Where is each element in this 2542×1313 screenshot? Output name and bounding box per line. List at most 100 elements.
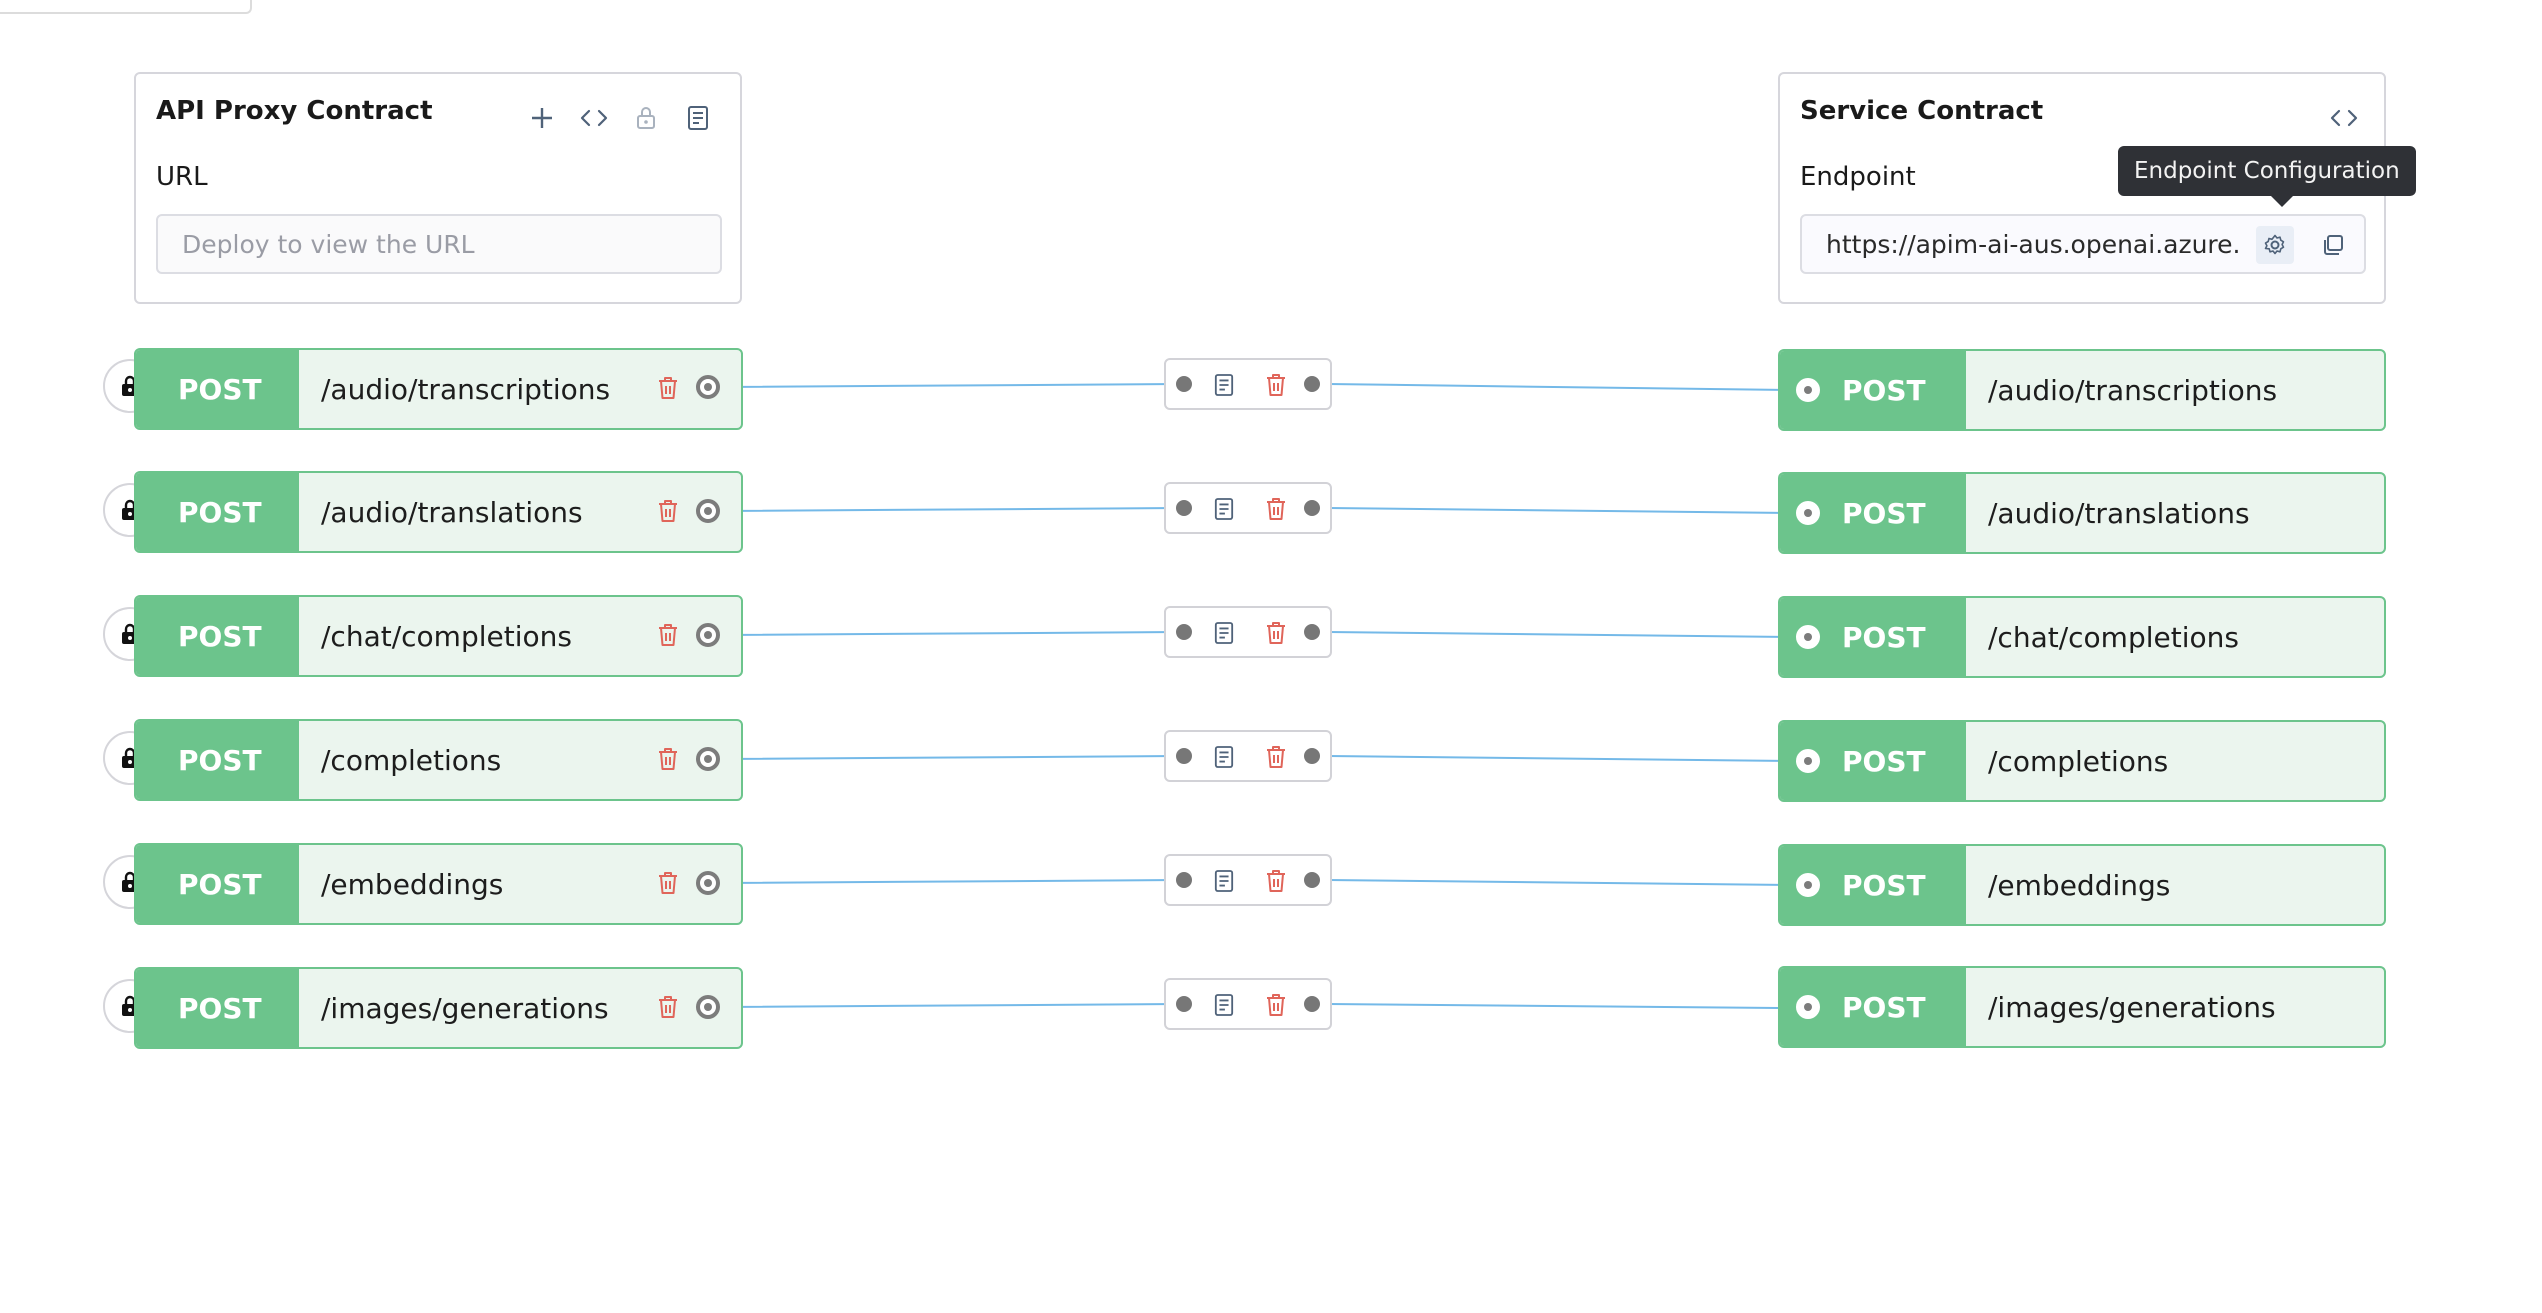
mapping-node	[1164, 730, 1332, 782]
proxy-method-badge: POST	[136, 721, 299, 799]
service-route-row[interactable]: POST /audio/translations	[1778, 472, 2386, 554]
service-method-label: POST	[1842, 373, 1926, 407]
proxy-route-row[interactable]: POST /embeddings	[134, 843, 743, 925]
document-icon[interactable]	[680, 100, 716, 136]
connector-line	[723, 383, 1787, 391]
service-method-label: POST	[1842, 620, 1926, 654]
mapping-node	[1164, 606, 1332, 658]
mapping-output-dot[interactable]	[1304, 748, 1320, 764]
service-route-path: /completions	[1988, 744, 2169, 778]
gear-icon[interactable]	[2256, 226, 2294, 264]
mapping-input-dot[interactable]	[1176, 500, 1192, 516]
top-panel-stub	[0, 0, 252, 14]
document-icon[interactable]	[1206, 367, 1242, 403]
proxy-route-path: /chat/completions	[321, 619, 572, 653]
mapping-output-dot[interactable]	[1304, 872, 1320, 888]
proxy-route-row[interactable]: POST /images/generations	[134, 967, 743, 1049]
proxy-route-row[interactable]: POST /audio/translations	[134, 471, 743, 553]
proxy-method-badge: POST	[136, 473, 299, 551]
service-route-row[interactable]: POST /images/generations	[1778, 966, 2386, 1048]
trash-icon[interactable]	[650, 741, 686, 777]
service-method-label: POST	[1842, 990, 1926, 1024]
service-method-label: POST	[1842, 744, 1926, 778]
service-route-row[interactable]: POST /audio/transcriptions	[1778, 349, 2386, 431]
trash-icon[interactable]	[1258, 739, 1294, 775]
proxy-route-row[interactable]: POST /chat/completions	[134, 595, 743, 677]
proxy-connector-handle[interactable]	[696, 747, 720, 771]
mapping-output-dot[interactable]	[1304, 996, 1320, 1012]
proxy-connector-handle[interactable]	[696, 375, 720, 399]
trash-icon[interactable]	[1258, 615, 1294, 651]
connector-line	[723, 755, 1787, 762]
proxy-method-badge: POST	[136, 597, 299, 675]
api-proxy-contract-title: API Proxy Contract	[156, 96, 433, 126]
service-method-label: POST	[1842, 496, 1926, 530]
proxy-route-row[interactable]: POST /completions	[134, 719, 743, 801]
connector-line	[723, 507, 1787, 514]
proxy-connector-handle[interactable]	[696, 871, 720, 895]
proxy-route-row[interactable]: POST /audio/transcriptions	[134, 348, 743, 430]
document-icon[interactable]	[1206, 739, 1242, 775]
service-route-row[interactable]: POST /embeddings	[1778, 844, 2386, 926]
service-route-path: /audio/transcriptions	[1988, 373, 2278, 407]
service-connector-handle[interactable]	[1796, 625, 1820, 649]
trash-icon[interactable]	[650, 989, 686, 1025]
mapping-input-dot[interactable]	[1176, 624, 1192, 640]
trash-icon[interactable]	[1258, 863, 1294, 899]
service-connector-handle[interactable]	[1796, 995, 1820, 1019]
trash-icon[interactable]	[1258, 367, 1294, 403]
document-icon[interactable]	[1206, 987, 1242, 1023]
proxy-method-badge: POST	[136, 350, 299, 428]
document-icon[interactable]	[1206, 491, 1242, 527]
service-connector-handle[interactable]	[1796, 501, 1820, 525]
connector-line	[723, 631, 1787, 638]
service-route-path: /embeddings	[1988, 868, 2171, 902]
mapping-input-dot[interactable]	[1176, 376, 1192, 392]
trash-icon[interactable]	[650, 493, 686, 529]
code-icon[interactable]	[2326, 100, 2362, 136]
service-route-path: /images/generations	[1988, 990, 2276, 1024]
trash-icon[interactable]	[650, 370, 686, 406]
proxy-route-path: /completions	[321, 743, 502, 777]
document-icon[interactable]	[1206, 615, 1242, 651]
proxy-connector-handle[interactable]	[696, 499, 720, 523]
service-method-label: POST	[1842, 868, 1926, 902]
copy-icon[interactable]	[2314, 226, 2352, 264]
connector-line	[723, 1003, 1787, 1009]
service-route-path: /chat/completions	[1988, 620, 2239, 654]
trash-icon[interactable]	[1258, 987, 1294, 1023]
mapping-output-dot[interactable]	[1304, 376, 1320, 392]
service-route-path: /audio/translations	[1988, 496, 2250, 530]
service-connector-handle[interactable]	[1796, 873, 1820, 897]
trash-icon[interactable]	[650, 865, 686, 901]
mapping-output-dot[interactable]	[1304, 624, 1320, 640]
unlock-icon[interactable]	[628, 100, 664, 136]
service-route-row[interactable]: POST /chat/completions	[1778, 596, 2386, 678]
proxy-connector-handle[interactable]	[696, 623, 720, 647]
endpoint-field[interactable]: https://apim-ai-aus.openai.azure.com/ope…	[1800, 214, 2366, 274]
mapping-node	[1164, 358, 1332, 410]
proxy-url-field[interactable]: Deploy to view the URL	[156, 214, 722, 274]
mapping-input-dot[interactable]	[1176, 748, 1192, 764]
trash-icon[interactable]	[1258, 491, 1294, 527]
tooltip-arrow	[2270, 195, 2294, 207]
document-icon[interactable]	[1206, 863, 1242, 899]
plus-icon[interactable]	[524, 100, 560, 136]
service-route-row[interactable]: POST /completions	[1778, 720, 2386, 802]
trash-icon[interactable]	[650, 617, 686, 653]
proxy-route-path: /embeddings	[321, 867, 504, 901]
mapping-node	[1164, 854, 1332, 906]
mapping-input-dot[interactable]	[1176, 872, 1192, 888]
service-contract-title: Service Contract	[1800, 96, 2044, 126]
proxy-route-path: /images/generations	[321, 991, 609, 1025]
connector-line	[723, 879, 1787, 886]
service-connector-handle[interactable]	[1796, 749, 1820, 773]
service-connector-handle[interactable]	[1796, 378, 1820, 402]
mapping-input-dot[interactable]	[1176, 996, 1192, 1012]
code-icon[interactable]	[576, 100, 612, 136]
proxy-route-path: /audio/transcriptions	[321, 372, 611, 406]
mapping-node	[1164, 978, 1332, 1030]
proxy-connector-handle[interactable]	[696, 995, 720, 1019]
mapping-output-dot[interactable]	[1304, 500, 1320, 516]
